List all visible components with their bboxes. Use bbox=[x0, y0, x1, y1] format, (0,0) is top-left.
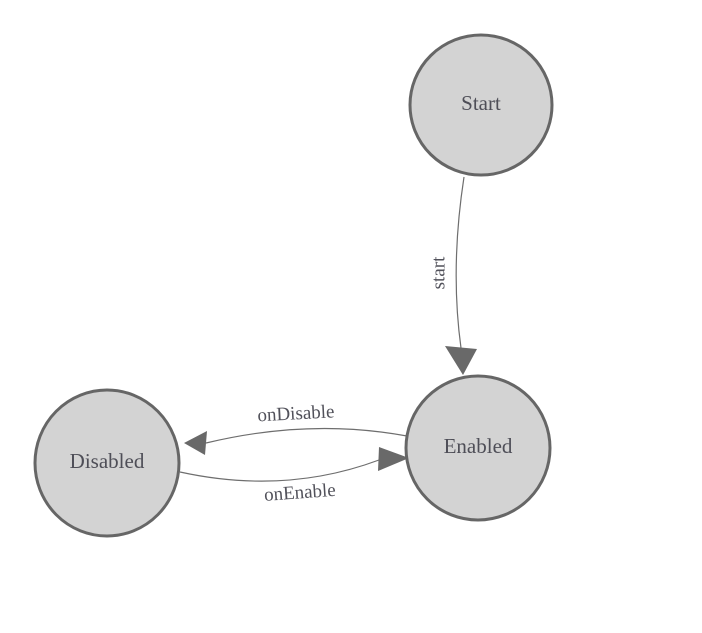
node-enabled-label: Enabled bbox=[444, 434, 513, 458]
node-disabled-circle bbox=[33, 388, 181, 538]
edge-label-onenable: onEnable bbox=[263, 480, 336, 506]
node-start: Start bbox=[408, 33, 554, 177]
edge-disabled-to-enabled: onEnable bbox=[179, 447, 409, 506]
edge-label-ondisable: onDisable bbox=[257, 401, 335, 426]
arrowhead-into-enabled-from-start bbox=[445, 346, 477, 375]
arrowhead-into-enabled-from-disabled bbox=[378, 447, 409, 471]
node-disabled: Disabled bbox=[33, 388, 181, 538]
edge-line-onenable bbox=[179, 459, 380, 482]
node-enabled: Enabled bbox=[404, 374, 552, 522]
edge-line-start bbox=[455, 176, 465, 349]
node-start-circle bbox=[408, 33, 554, 177]
node-enabled-circle bbox=[404, 374, 552, 522]
node-start-label: Start bbox=[461, 91, 501, 115]
arrowhead-into-disabled bbox=[184, 431, 207, 455]
node-disabled-label: Disabled bbox=[70, 449, 145, 473]
edge-label-start: start bbox=[428, 256, 449, 289]
edge-start-to-enabled: start bbox=[428, 176, 477, 375]
edge-line-ondisable bbox=[205, 427, 408, 444]
edge-enabled-to-disabled: onDisable bbox=[184, 401, 408, 455]
